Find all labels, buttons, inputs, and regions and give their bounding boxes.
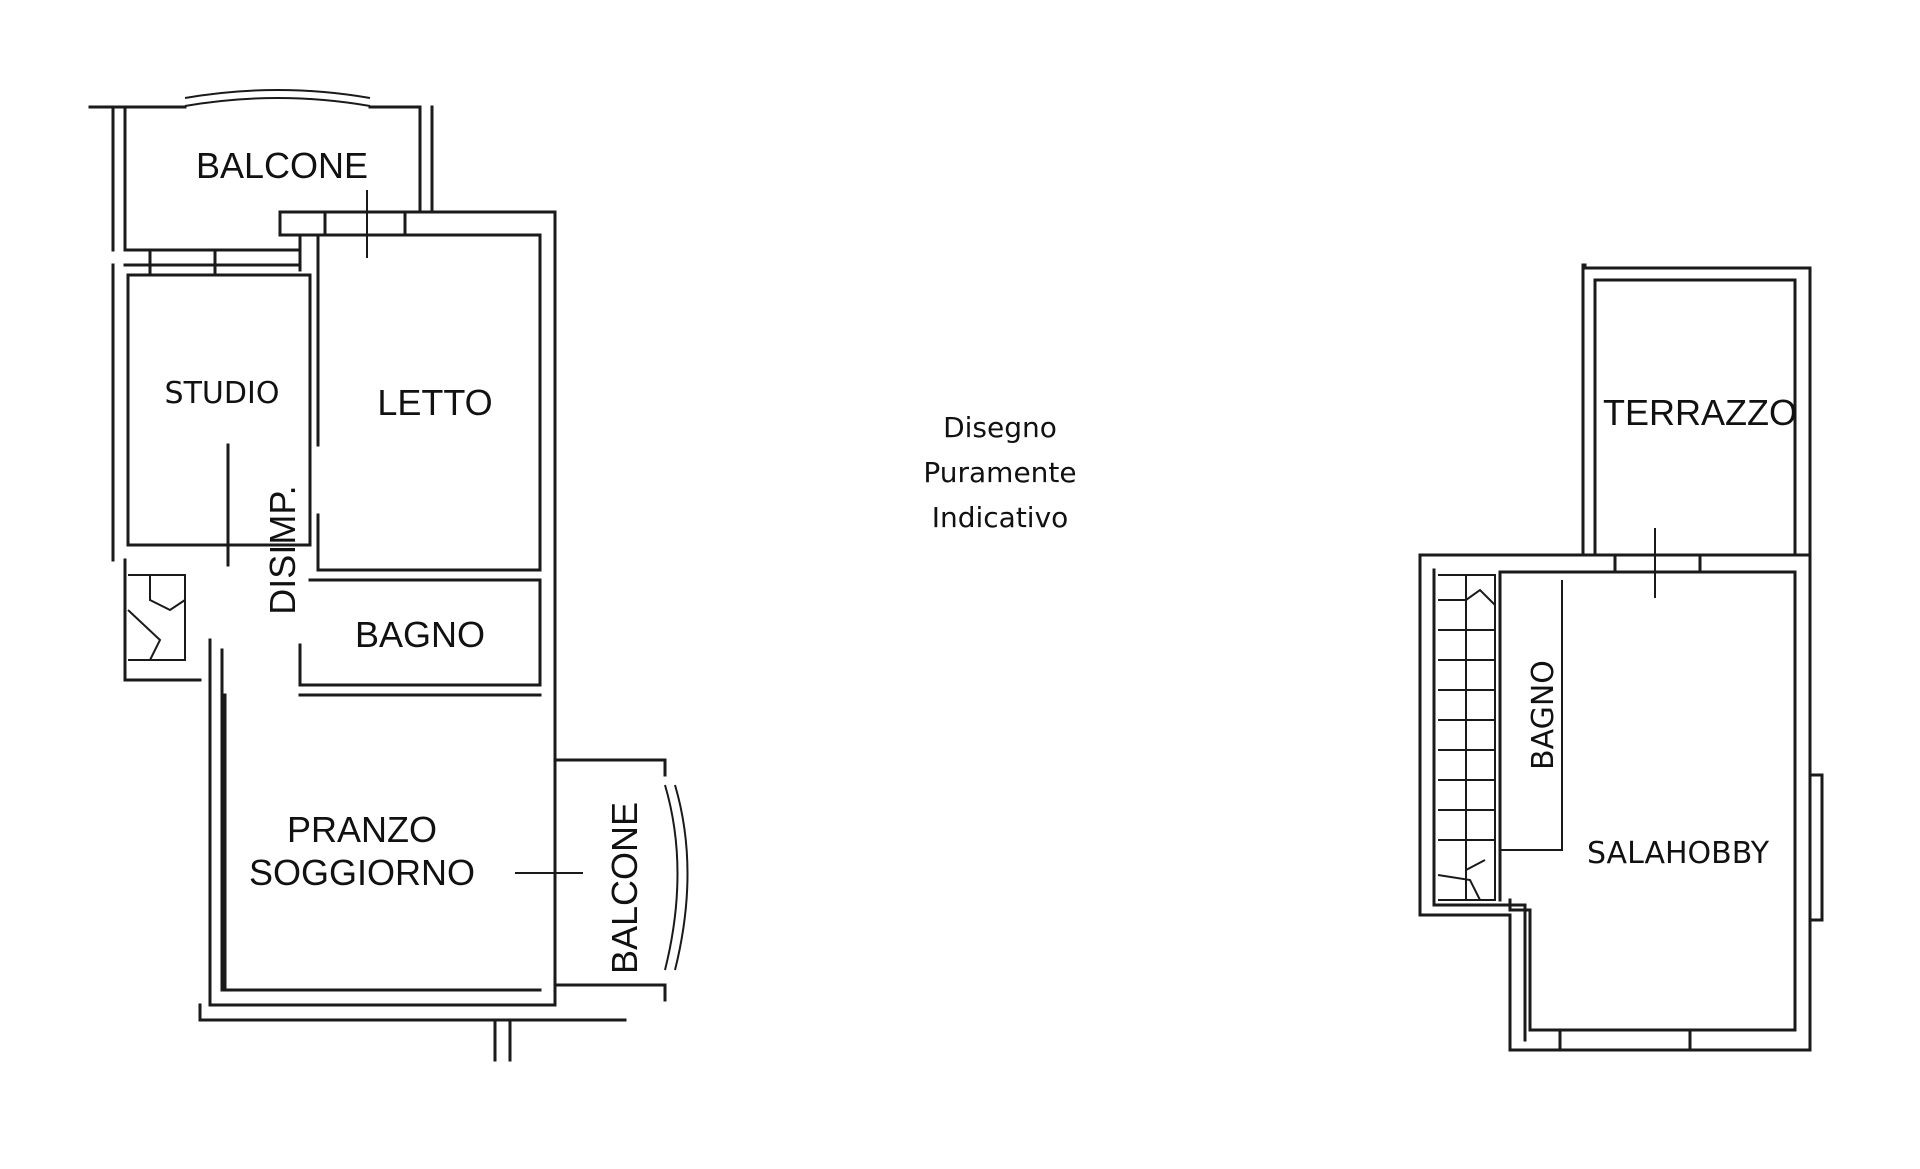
pranzo-label: PRANZO <box>287 809 437 850</box>
disclaimer-note: Disegno Puramente Indicativo <box>880 405 1120 540</box>
bagno-right-label: BAGNO <box>1526 660 1561 770</box>
balcone-side-label: BALCONE <box>604 802 645 974</box>
terrazzo-area <box>1581 263 1812 557</box>
right-floor-plan: TERRAZZO BAGNO SALAHOBBY <box>1418 263 1824 1052</box>
balcony-top <box>88 89 434 252</box>
note-line-2: Puramente <box>923 456 1077 489</box>
stair-right <box>1437 574 1496 901</box>
salahobby-label: SALAHOBBY <box>1587 836 1770 871</box>
terrazzo-label: TERRAZZO <box>1603 392 1797 433</box>
letto-label: LETTO <box>377 382 492 423</box>
note-line-3: Indicativo <box>931 501 1069 534</box>
bagno-partition <box>1500 580 1563 851</box>
bagno-label: BAGNO <box>355 614 485 655</box>
note-line-1: Disegno <box>943 411 1057 444</box>
outer-walls <box>111 210 667 1062</box>
interior-walls <box>126 210 542 992</box>
soggiorno-label: SOGGIORNO <box>249 852 475 893</box>
balcone-top-label: BALCONE <box>196 145 368 186</box>
balcony-side <box>553 758 689 992</box>
studio-label: STUDIO <box>165 376 280 411</box>
salahobby-area <box>1418 553 1824 1052</box>
left-floor-plan: BALCONE STUDIO LETTO DISIMP. BAGNO PRANZ… <box>88 89 689 1062</box>
disimp-label: DISIMP. <box>262 485 303 614</box>
stair-left <box>127 574 186 661</box>
